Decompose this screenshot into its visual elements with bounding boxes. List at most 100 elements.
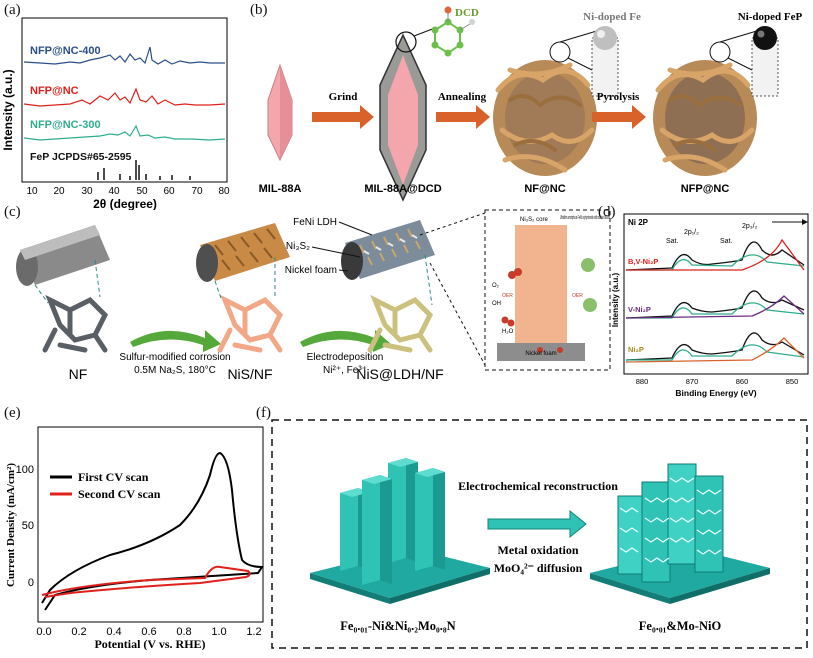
inset-foam-label: Nickel foam	[525, 351, 556, 357]
nf-cylinder	[16, 225, 110, 286]
svg-text:40: 40	[108, 186, 120, 197]
xps-x-ticks: 880 870 860 850	[636, 377, 799, 386]
xps-trace-bv	[625, 238, 805, 271]
svg-text:50: 50	[22, 520, 34, 532]
panel-b-label: (b)	[250, 2, 268, 18]
left-pillars	[340, 458, 445, 585]
svg-text:1.2: 1.2	[246, 626, 261, 638]
svg-text:870: 870	[686, 377, 699, 386]
svg-text:20: 20	[53, 186, 65, 197]
cv-legend-first: First CV scan	[78, 470, 149, 484]
xps-trace-v	[625, 290, 805, 319]
xps-y-label: Intensity (a.u.)	[612, 273, 620, 328]
ni-doped-fep-label: Ni-doped FeP	[738, 11, 803, 23]
corrosion-title: Sulfur-modified corrosion	[119, 352, 230, 363]
mil88a-crystal	[267, 63, 293, 162]
grind-arrow	[312, 105, 374, 129]
svg-text:850: 850	[786, 377, 799, 386]
pyrolysis-label: Pyrolysis	[597, 91, 640, 103]
svg-text:80: 80	[218, 186, 230, 197]
svg-text:100: 100	[16, 464, 34, 476]
svg-text:70: 70	[191, 186, 203, 197]
nis-ldh-label: NiS@LDH/NF	[356, 366, 443, 382]
diffusion-label: MoO₄²⁻ diffusion	[494, 561, 583, 575]
corrosion-arrow	[130, 330, 221, 352]
synthesis-scheme-b: Grind DCD Annealing	[240, 0, 813, 210]
svg-text:0.2: 0.2	[71, 626, 86, 638]
xps-x-label: Binding Energy (eV)	[675, 388, 756, 398]
electrodeposition-arrow	[300, 330, 391, 352]
grind-label: Grind	[329, 91, 358, 103]
xps-label-bv: B,V-Ni₂P	[628, 257, 658, 266]
oxidation-label: Metal oxidation	[498, 543, 579, 557]
reconstruction-arrow	[487, 509, 587, 539]
svg-text:860: 860	[736, 377, 749, 386]
cv-y-ticks: 0 50 100	[16, 464, 34, 589]
cv-legend-second: Second CV scan	[78, 487, 161, 501]
mechanism-inset	[484, 209, 611, 371]
svg-text:0.4: 0.4	[106, 626, 121, 638]
svg-text:60: 60	[163, 186, 175, 197]
svg-text:NFP@NC: NFP@NC	[681, 183, 730, 195]
inset-o2-label: O₂	[492, 283, 500, 289]
nis-label: NiS/NF	[227, 366, 272, 382]
xrd-x-label: 2θ (degree)	[93, 197, 157, 210]
right-material-label: Fe₀.₀₁&Mo-NiO	[639, 619, 722, 633]
panel-d-label: (d)	[598, 204, 616, 220]
scheme-b-stage-labels: MIL-88A MIL-88A@DCD NF@NC NFP@NC	[259, 183, 730, 195]
panel-f-label: (f)	[256, 405, 271, 421]
xrd-label-nc: NFP@NC	[30, 85, 79, 97]
cv-x-ticks: 0.0 0.2 0.4 0.6 0.8 1.0 1.2	[36, 626, 261, 638]
ni-doped-fe-label: Ni-doped Fe	[583, 11, 641, 23]
cv-y-label: Current Density (mA/cm²)	[5, 463, 17, 587]
xrd-label-ref: FeP JCPDS#65-2595	[30, 151, 132, 163]
xps-trace-ni2p	[625, 332, 805, 363]
dcd-molecule-icon	[413, 6, 475, 57]
electrodeposition-title: Electrodeposition	[307, 352, 384, 363]
svg-text:30: 30	[81, 186, 93, 197]
feni-ldh-label: FeNi LDH	[293, 217, 337, 228]
nfp-nc-cluster	[653, 60, 757, 176]
annealing-label: Annealing	[438, 91, 487, 103]
panel-a-label: (a)	[4, 2, 21, 18]
svg-text:NF@NC: NF@NC	[524, 183, 565, 195]
xrd-reference-sticks	[97, 160, 191, 180]
xps-sat-right: Sat.	[720, 238, 733, 245]
svg-text:50: 50	[136, 186, 148, 197]
annealing-arrow	[436, 105, 490, 129]
inset-h2o-label: H₂O	[502, 329, 514, 335]
inset-oer-left-label: OER	[502, 293, 513, 299]
reconstruction-title: Electrochemical reconstruction	[458, 479, 618, 493]
nf-label: NF	[69, 366, 88, 382]
electrodeposition-conditions: Ni²⁺, Fe³⁺	[323, 365, 367, 376]
xrd-trace-nc	[23, 87, 226, 107]
xrd-x-ticks: 10 20 30 40 50 60 70 80	[26, 186, 230, 197]
mil88a-dcd-crystal	[379, 31, 427, 202]
synthesis-scheme-c: NF Sulfur-modified corrosion 0.5M Na₂S, …	[0, 205, 615, 390]
svg-text:0.6: 0.6	[141, 626, 156, 638]
svg-text:0: 0	[28, 577, 34, 589]
cv-plot: Current Density (mA/cm²) 0 50 100 First …	[0, 405, 270, 655]
cv-second-scan-curve	[41, 565, 251, 598]
inset-oh-label: OH	[492, 301, 501, 307]
nis-lattice	[217, 294, 284, 353]
ldh-lattice	[367, 294, 434, 353]
xrd-trace-400	[23, 46, 225, 65]
inset-oer-right-label: OER	[572, 293, 583, 299]
ni-doped-fe-tube	[549, 26, 619, 97]
nis-cylinder	[196, 223, 290, 282]
xps-plot: Intensity (a.u.) Ni 2P Sat. Sat. 2p₁/₂ 2…	[611, 210, 812, 410]
nf-lattice	[42, 294, 109, 353]
ni3s2-label: Ni₃S₂	[286, 241, 310, 252]
ldh-cylinder	[341, 220, 435, 280]
inset-core-label: Ni₃S₂ core	[520, 217, 548, 223]
cv-legend	[50, 475, 72, 496]
xps-title: Ni 2P	[628, 218, 649, 227]
reconstruction-scheme-f: Electrochemical reconstruction Metal oxi…	[270, 418, 810, 658]
panel-c-label: (c)	[4, 204, 21, 220]
svg-text:880: 880	[636, 377, 649, 386]
svg-text:1.0: 1.0	[211, 626, 226, 638]
svg-text:0.0: 0.0	[36, 626, 51, 638]
nickel-foam-label: Nickel foam	[285, 265, 337, 276]
xrd-trace-300	[23, 124, 226, 141]
